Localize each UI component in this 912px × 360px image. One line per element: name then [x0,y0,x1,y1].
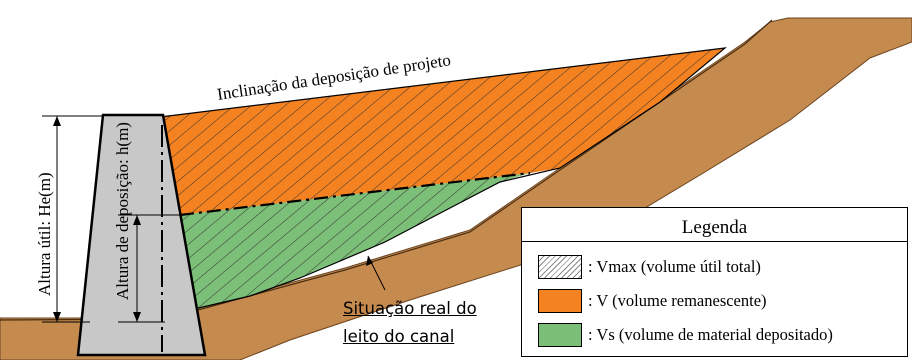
soil-ground [0,17,912,360]
legend-label-vmax: : Vmax (volume útil total) [588,257,761,276]
dam-body [76,113,207,357]
legend-item-v: : V (volume remanescente) [538,288,767,314]
deposition-height-arrow-top [133,215,141,225]
legend-label-vs: : Vs (volume de material depositado) [588,325,833,344]
legend-item-vmax: : Vmax (volume útil total) [538,254,761,280]
legend-item-vs: : Vs (volume de material depositado) [538,322,833,348]
legend: Legenda : Vmax (volume útil total) : V (… [521,207,908,357]
useful-height-arrow-top [53,116,61,126]
legend-swatch-green [538,323,582,347]
design-slope-line [179,171,531,217]
deposition-height-arrow-bottom [133,312,141,322]
legend-swatch-hatch [538,255,582,279]
legend-title: Legenda [522,208,907,242]
useful-height-label: Altura útil: He(m) [35,172,54,296]
real-bed-label-line2: leito do canal [343,327,455,346]
deposition-height-label: Altura de deposição: h(m) [113,122,132,300]
real-bed-label: Situação real do leito do canal [343,295,513,351]
real-bed-label-line1: Situação real do [343,299,477,318]
legend-label-v: : V (volume remanescente) [588,291,767,310]
useful-height-arrow-bottom [53,312,61,322]
real-bed-pointer-arrow [366,256,373,266]
legend-swatch-orange [538,289,582,313]
